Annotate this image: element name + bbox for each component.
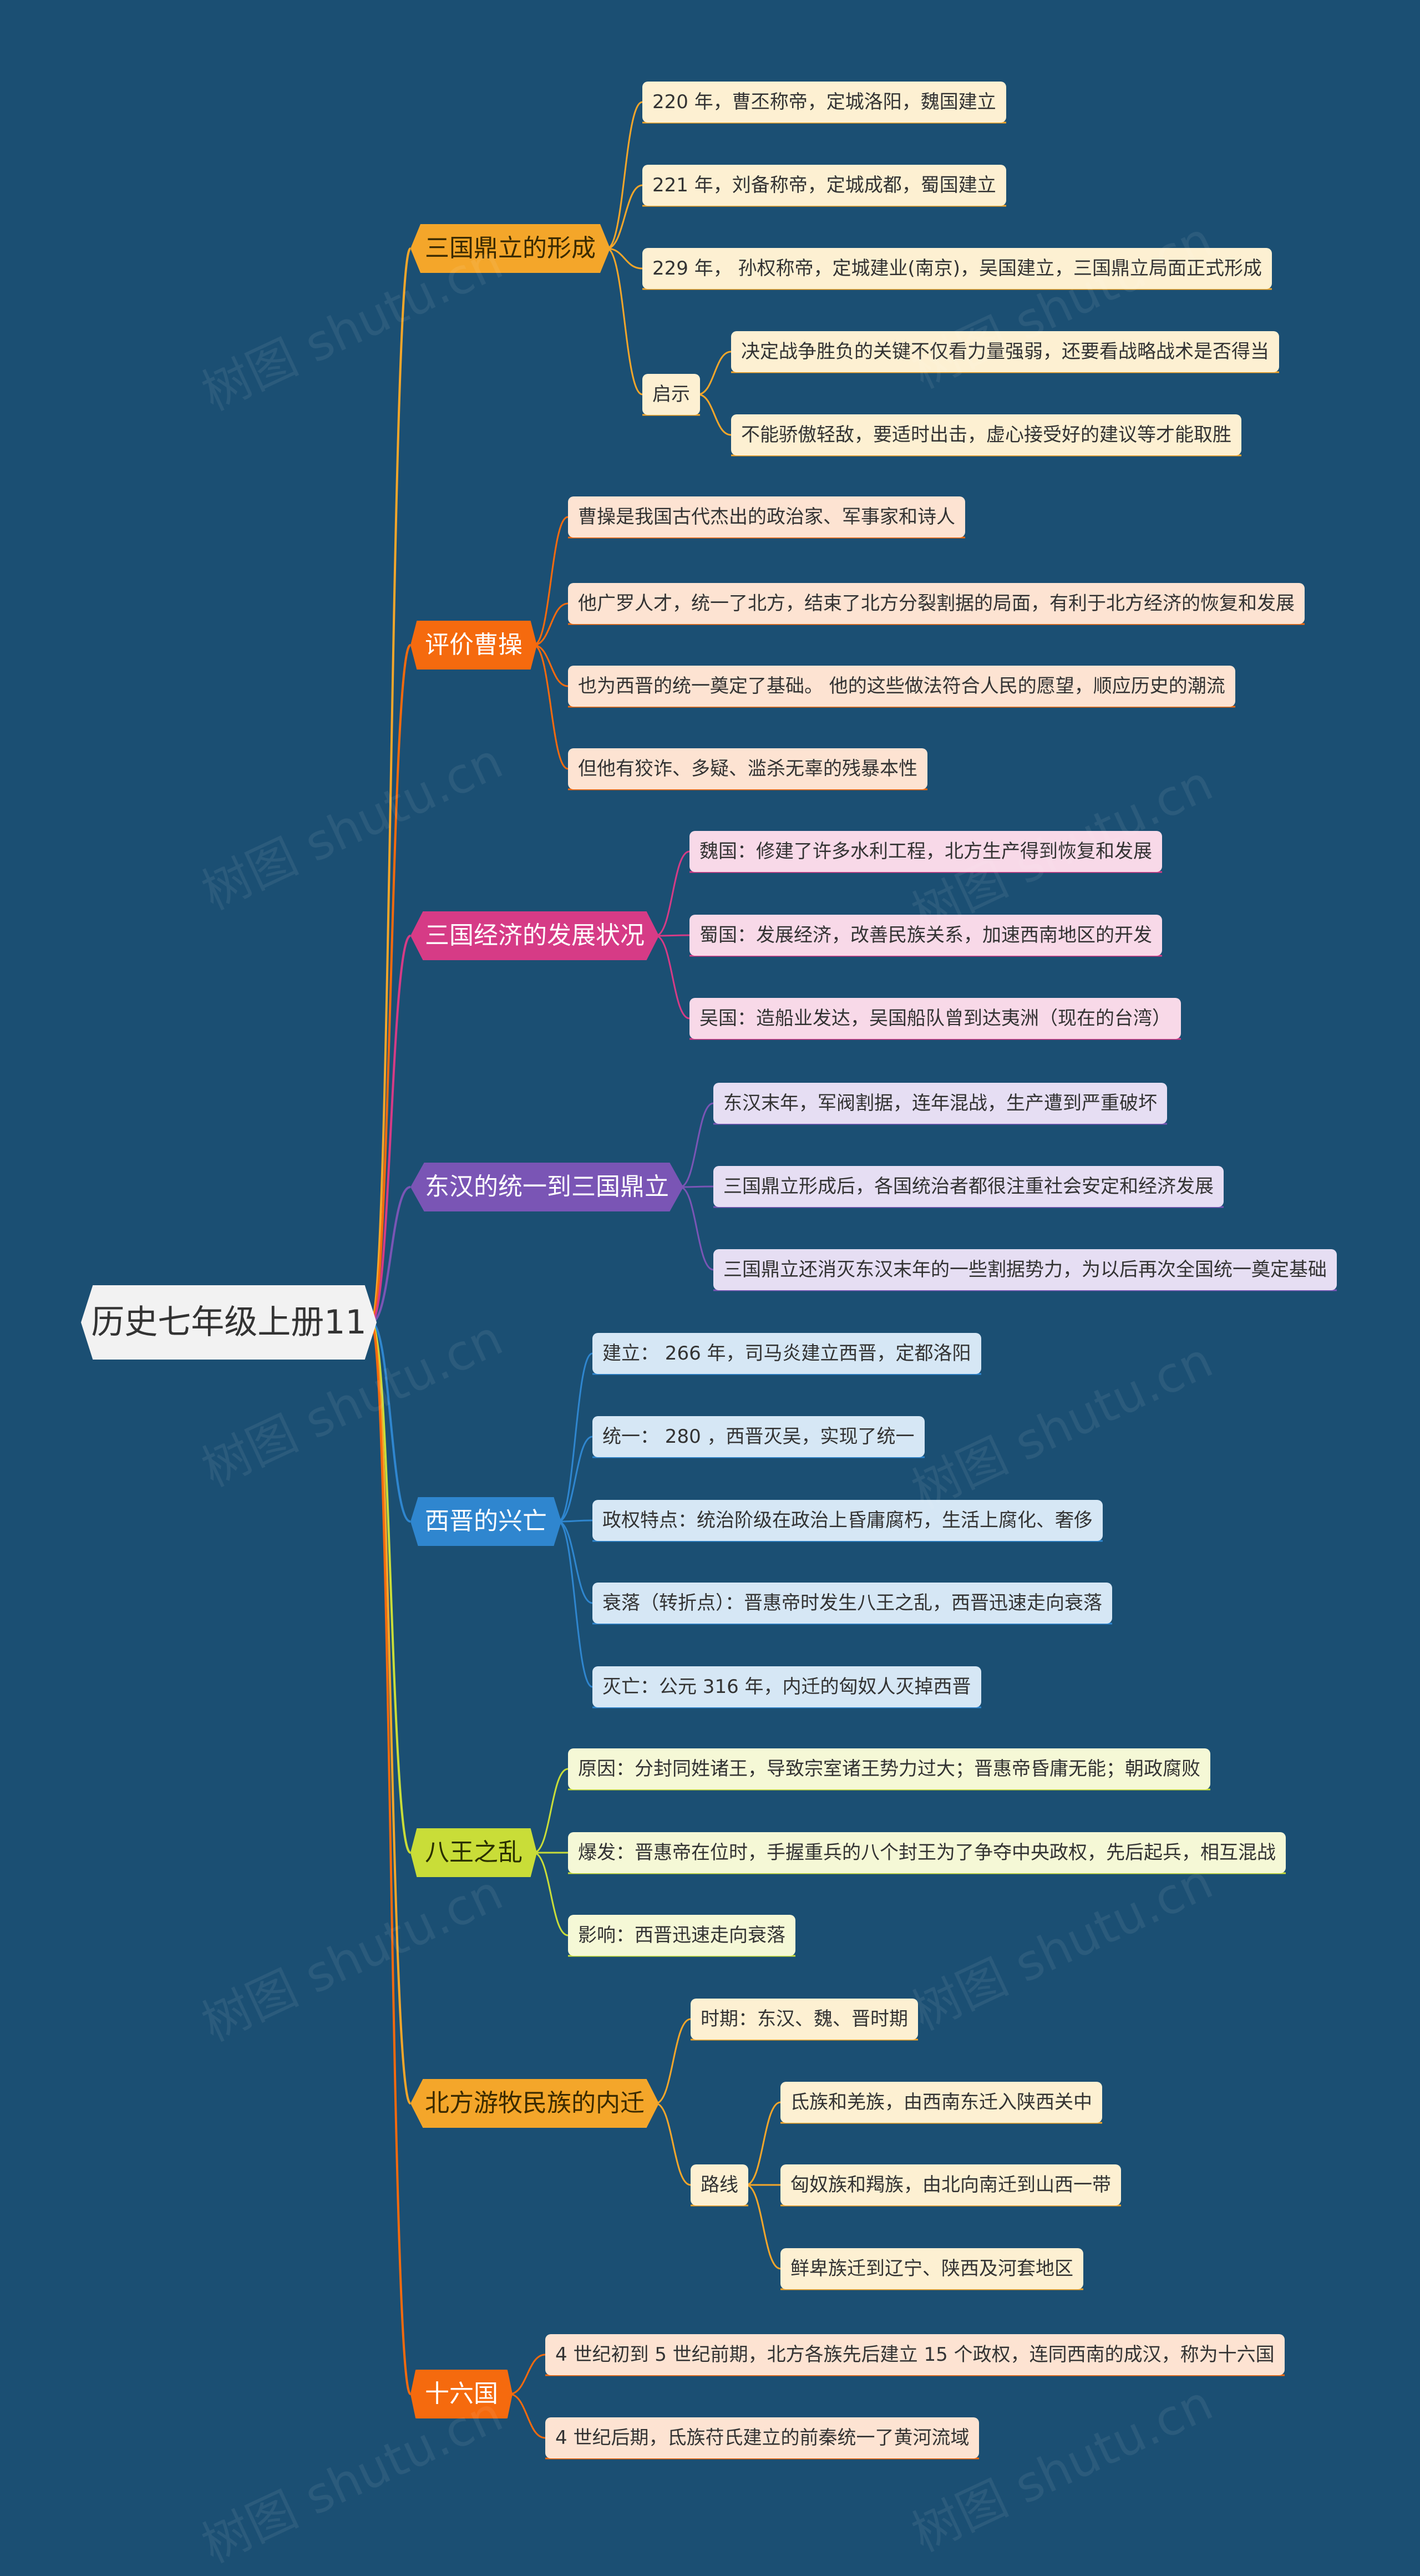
branch-topic[interactable]: 东汉的统一到三国鼎立 — [410, 1163, 683, 1211]
leaf-connector — [509, 2354, 546, 2395]
leaf-connector — [606, 101, 643, 250]
leaf-topic[interactable]: 时期：东汉、魏、晋时期 — [691, 1999, 918, 2040]
leaf-topic[interactable]: 政权特点：统治阶级在政治上昏庸腐朽，生活上腐化、奢侈 — [592, 1500, 1103, 1541]
leaf-topic[interactable]: 蜀国：发展经济，改善民族关系，加速西南地区的开发 — [689, 915, 1162, 956]
leaf-topic[interactable]: 东汉末年，军阀割据，连年混战，生产遭到严重破坏 — [713, 1083, 1167, 1124]
leaf-connector — [533, 1852, 569, 1936]
leaf-topic[interactable]: 魏国：修建了许多水利工程，北方生产得到恢复和发展 — [689, 831, 1162, 872]
branch-topic[interactable]: 八王之乱 — [410, 1828, 537, 1877]
leaf-connector — [679, 1185, 714, 1188]
leaf-connector — [655, 850, 690, 937]
branch-connector — [370, 1321, 412, 2105]
leaf-connector — [557, 1352, 593, 1523]
sub-leaf-connector — [697, 393, 732, 436]
leaf-connector — [606, 184, 643, 250]
leaf-connector — [655, 934, 690, 937]
leaf-topic[interactable]: 曹操是我国古代杰出的政治家、军事家和诗人 — [568, 496, 965, 537]
branch-connector — [370, 1321, 412, 1854]
leaf-topic[interactable]: 229 年， 孙权称帝，定城建业(南京)，吴国建立，三国鼎立局面正式形成 — [642, 248, 1272, 289]
leaf-connector — [533, 644, 569, 687]
branch-connector — [370, 1321, 412, 2395]
leaf-topic[interactable]: 4 世纪后期，氐族苻氏建立的前秦统一了黄河流域 — [545, 2417, 980, 2458]
branch-connector — [371, 1321, 411, 1523]
branch-connector — [371, 1186, 411, 1324]
leaf-topic[interactable]: 三国鼎立形成后，各国统治者都很注重社会安定和经济发展 — [713, 1166, 1224, 1207]
sub-leaf-topic[interactable]: 氐族和羌族，由西南东迁入陕西关中 — [780, 2082, 1102, 2123]
leaf-connector — [509, 2393, 546, 2439]
sub-leaf-connector — [746, 2101, 781, 2186]
leaf-topic[interactable]: 衰落（转折点）：晋惠帝时发生八王之乱，西晋迅速走向衰落 — [592, 1583, 1112, 1624]
leaf-topic[interactable]: 4 世纪初到 5 世纪前期，北方各族先后建立 15 个政权，连同西南的成汉，称为… — [545, 2334, 1285, 2375]
sub-leaf-topic[interactable]: 不能骄傲轻敌，要适时出击，虚心接受好的建议等才能取胜 — [731, 414, 1241, 455]
leaf-topic[interactable]: 他广罗人才，统一了北方，结束了北方分裂割据的局面，有利于北方经济的恢复和发展 — [568, 583, 1305, 624]
leaf-topic[interactable]: 但他有狡诈、多疑、滥杀无辜的残暴本性 — [568, 748, 927, 789]
leaf-topic[interactable]: 221 年，刘备称帝，定城成都，蜀国建立 — [642, 165, 1006, 206]
leaf-connector — [679, 1186, 714, 1271]
leaf-topic[interactable]: 灭亡：公元 316 年，内迁的匈奴人灭掉西晋 — [592, 1666, 981, 1707]
leaf-topic[interactable]: 也为西晋的统一奠定了基础。 他的这些做法符合人民的愿望，顺应历史的潮流 — [568, 666, 1235, 707]
leaf-connector — [679, 1102, 714, 1188]
leaf-topic[interactable]: 影响：西晋迅速走向衰落 — [568, 1915, 795, 1956]
branch-topic[interactable]: 十六国 — [410, 2370, 513, 2418]
leaf-topic[interactable]: 220 年，曹丕称帝，定城洛阳，魏国建立 — [642, 82, 1006, 123]
leaf-connector — [533, 602, 569, 646]
branch-connector — [370, 644, 412, 1324]
leaf-topic[interactable]: 统一： 280 ，西晋灭吴，实现了统一 — [592, 1416, 925, 1457]
leaf-connector — [655, 2102, 691, 2186]
branch-connector — [370, 247, 412, 1324]
branch-topic[interactable]: 评价曹操 — [410, 621, 537, 670]
sub-leaf-topic[interactable]: 鲜卑族迁到辽宁、陕西及河套地区 — [780, 2248, 1083, 2289]
branch-topic[interactable]: 三国经济的发展状况 — [410, 911, 659, 960]
leaf-topic[interactable]: 建立： 266 年，司马炎建立西晋，定都洛阳 — [592, 1333, 981, 1374]
leaf-connector — [557, 1520, 593, 1688]
sub-leaf-topic[interactable]: 决定战争胜负的关键不仅看力量强弱，还要看战略战术是否得当 — [731, 331, 1279, 372]
leaf-connector — [533, 516, 569, 646]
branch-connector — [370, 935, 412, 1324]
leaf-connector — [557, 1520, 593, 1604]
leaf-topic[interactable]: 原因：分封同姓诸王，导致宗室诸王势力过大；晋惠帝昏庸无能；朝政腐败 — [568, 1748, 1210, 1789]
branch-topic[interactable]: 北方游牧民族的内迁 — [410, 2079, 659, 2128]
leaf-connector — [533, 644, 569, 770]
leaf-connector — [533, 1768, 569, 1854]
leaf-connector — [606, 247, 643, 395]
branch-topic[interactable]: 西晋的兴亡 — [410, 1497, 561, 1546]
leaf-topic[interactable]: 爆发：晋惠帝在位时，手握重兵的八个封王为了争夺中央政权，先后起兵，相互混战 — [568, 1832, 1286, 1873]
sub-leaf-topic[interactable]: 匈奴族和羯族，由北向南迁到山西一带 — [780, 2164, 1121, 2205]
sub-leaf-connector — [746, 2184, 781, 2270]
leaf-connector — [557, 1519, 593, 1523]
leaf-topic[interactable]: 启示 — [642, 374, 700, 415]
root-topic[interactable]: 历史七年级上册11 — [81, 1285, 377, 1360]
leaf-topic[interactable]: 路线 — [691, 2164, 748, 2205]
leaf-connector — [655, 935, 690, 1020]
branch-topic[interactable]: 三国鼎立的形成 — [410, 224, 610, 273]
sub-leaf-connector — [697, 351, 732, 395]
leaf-connector — [557, 1436, 593, 1523]
leaf-connector — [655, 2018, 691, 2105]
leaf-connector — [606, 247, 643, 270]
leaf-topic[interactable]: 三国鼎立还消灭东汉末年的一些割据势力，为以后再次全国统一奠定基础 — [713, 1249, 1337, 1290]
leaf-topic[interactable]: 吴国：造船业发达，吴国船队曾到达夷洲（现在的台湾） — [689, 998, 1181, 1039]
